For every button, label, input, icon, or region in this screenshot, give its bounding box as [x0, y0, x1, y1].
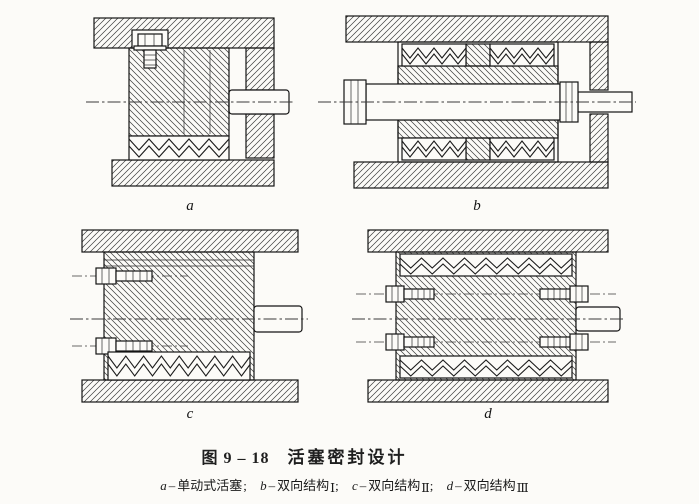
legend-key-c: c — [351, 478, 358, 493]
cylinder-wall — [345, 15, 609, 189]
v-seal-pack — [107, 351, 251, 381]
panel-d: d — [352, 224, 624, 422]
panel-a-label: a — [186, 198, 194, 214]
legend-key-a: a — [160, 478, 167, 493]
panel-a: a — [84, 10, 296, 214]
piston-bolt-left-lower — [385, 333, 435, 351]
piston-bolt-lower — [95, 337, 153, 355]
legend-dash: – — [359, 478, 367, 493]
legend-text-a: 单动式活塞 — [177, 478, 243, 493]
v-seal-pack-bottom-right — [489, 137, 555, 161]
legend-numeral-c: Ⅱ — [421, 481, 430, 495]
cylinder-wall — [367, 229, 609, 403]
piston-body — [397, 41, 559, 163]
legend-item-a: a–单动式活塞; — [160, 478, 247, 493]
legend-separator-b: ; — [335, 478, 339, 493]
piston-bolt-right-upper — [539, 285, 589, 303]
piston-bolt-right-lower — [539, 333, 589, 351]
legend-dash: – — [268, 478, 276, 493]
panel-b: b — [318, 10, 636, 214]
v-seal-pack-bottom — [399, 355, 573, 379]
legend-item-b: b–双向结构Ⅰ; — [260, 478, 339, 495]
drawing-bidirectional-structure-1 — [318, 15, 636, 189]
legend-text-c: 双向结构 — [368, 478, 421, 493]
drawing-bidirectional-structure-3 — [352, 229, 624, 403]
panel-c-label: c — [186, 406, 194, 422]
legend-dash: – — [455, 478, 462, 493]
legend-item-d: d–双向结构Ⅲ — [446, 478, 529, 495]
drawing-single-acting-piston — [86, 17, 294, 187]
piston-bolt — [131, 29, 169, 69]
figure-number: 图 9 – 18 — [201, 450, 270, 467]
v-seal-pack — [128, 135, 230, 161]
legend-separator-a: ; — [243, 478, 247, 493]
v-seal-pack-bottom-left — [401, 137, 467, 161]
piston-bolt-upper — [95, 267, 153, 285]
figure-legend: a–单动式活塞; b–双向结构Ⅰ; c–双向结构Ⅱ; d–双向结构Ⅲ — [0, 475, 699, 495]
legend-key-d: d — [446, 478, 454, 493]
panel-b-label: b — [473, 198, 481, 214]
legend-numeral-d: Ⅲ — [516, 481, 529, 495]
drawing-bidirectional-structure-2 — [70, 229, 308, 403]
v-seal-pack-top-left — [401, 43, 467, 67]
piston-bolt-left-upper — [385, 285, 435, 303]
cylinder-wall — [93, 17, 275, 187]
legend-item-c: c–双向结构Ⅱ; — [351, 478, 434, 495]
v-seal-pack-top-right — [489, 43, 555, 67]
legend-key-b: b — [260, 478, 267, 493]
legend-dash: – — [168, 478, 176, 493]
legend-text-b: 双向结构 — [277, 478, 330, 493]
legend-separator-c: ; — [429, 478, 434, 493]
figure-caption: 图 9 – 18 活塞密封设计 — [0, 443, 699, 468]
legend-numeral-b: Ⅰ — [330, 481, 336, 495]
legend-text-d: 双向结构 — [463, 478, 516, 493]
v-seal-pack-top — [399, 253, 573, 277]
panel-c: c — [70, 224, 310, 422]
figure-title: 活塞密封设计 — [287, 448, 408, 467]
panel-d-label: d — [484, 406, 492, 422]
